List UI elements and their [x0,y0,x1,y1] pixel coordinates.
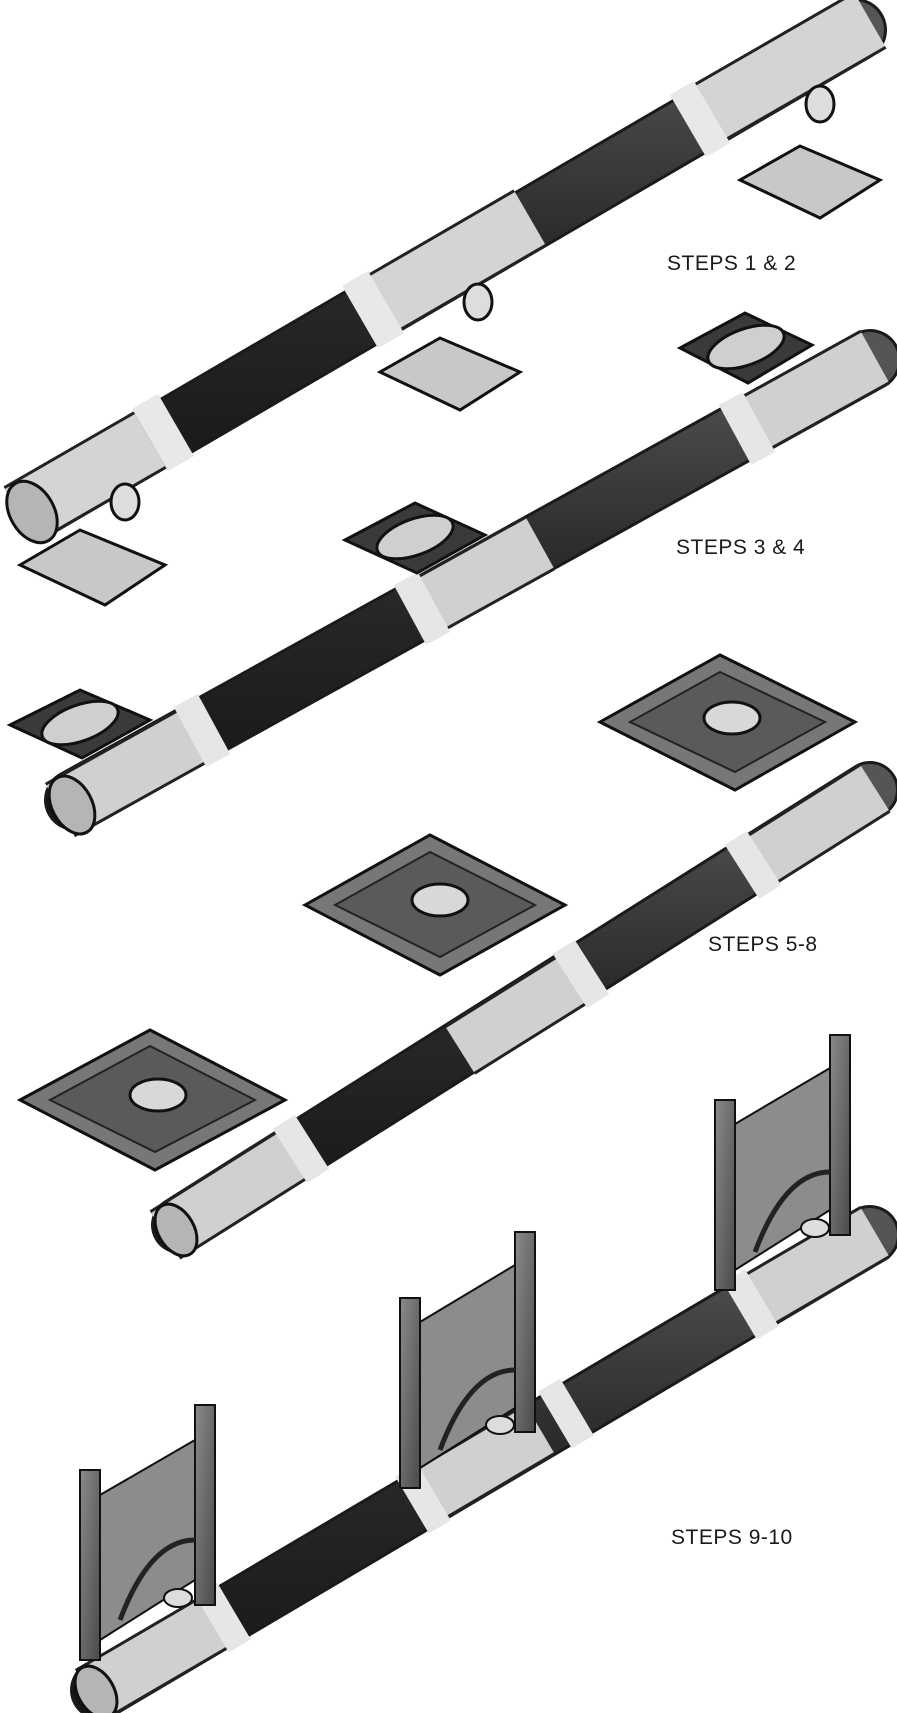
coupling-band [552,940,610,1008]
pipe-end [153,1202,199,1258]
vertical-frame [399,1231,536,1489]
fitting-body [685,0,885,144]
base-flange [736,144,884,220]
coupling-band [342,270,404,349]
side-outlet [109,482,141,522]
coupling-band [173,694,231,767]
base-flange [376,336,524,412]
pipe-end [73,1664,119,1713]
coupling-band [724,831,782,899]
step-label-9-10: STEPS 9-10 [671,1526,793,1549]
coupling-band [538,1378,594,1449]
fitting-body [406,1405,554,1524]
coupling-band [195,1582,251,1653]
side-outlet [462,282,494,322]
oval-outlet-frame [341,501,489,575]
pipe-end [47,774,97,836]
mounting-bracket [16,1028,289,1172]
mounting-bracket [596,653,859,792]
step-label-3-4: STEPS 3 & 4 [676,536,806,559]
mounting-bracket [301,833,569,977]
assembly-steps-5-8 [16,653,897,1260]
fitting-body [364,192,546,331]
vertical-frame [79,1404,216,1661]
assembly-steps-1-2 [3,0,887,607]
fitting-body [446,955,589,1073]
fitting-body [731,332,889,454]
coupling-band [723,1269,779,1340]
step-label-5-8: STEPS 5-8 [708,933,818,956]
assembly-steps-9-10 [70,1034,897,1713]
coupling-band [669,80,731,158]
coupling-band [718,392,776,465]
fitting-body [731,766,889,892]
coupling-band [132,393,194,472]
coupling-band [272,1115,330,1183]
base-flange [16,528,169,607]
fitting-body [731,1208,889,1332]
pipe-end [5,479,59,545]
vertical-frame [714,1034,851,1291]
coupling-band [395,1463,451,1534]
side-outlet [804,84,836,124]
fitting-body [416,518,554,629]
step-label-1-2: STEPS 1 & 2 [667,252,797,275]
oval-outlet-frame [6,688,154,760]
oval-outlet-frame [676,311,816,385]
coupling-band [393,572,451,645]
assembly-steps-3-4 [6,311,897,838]
